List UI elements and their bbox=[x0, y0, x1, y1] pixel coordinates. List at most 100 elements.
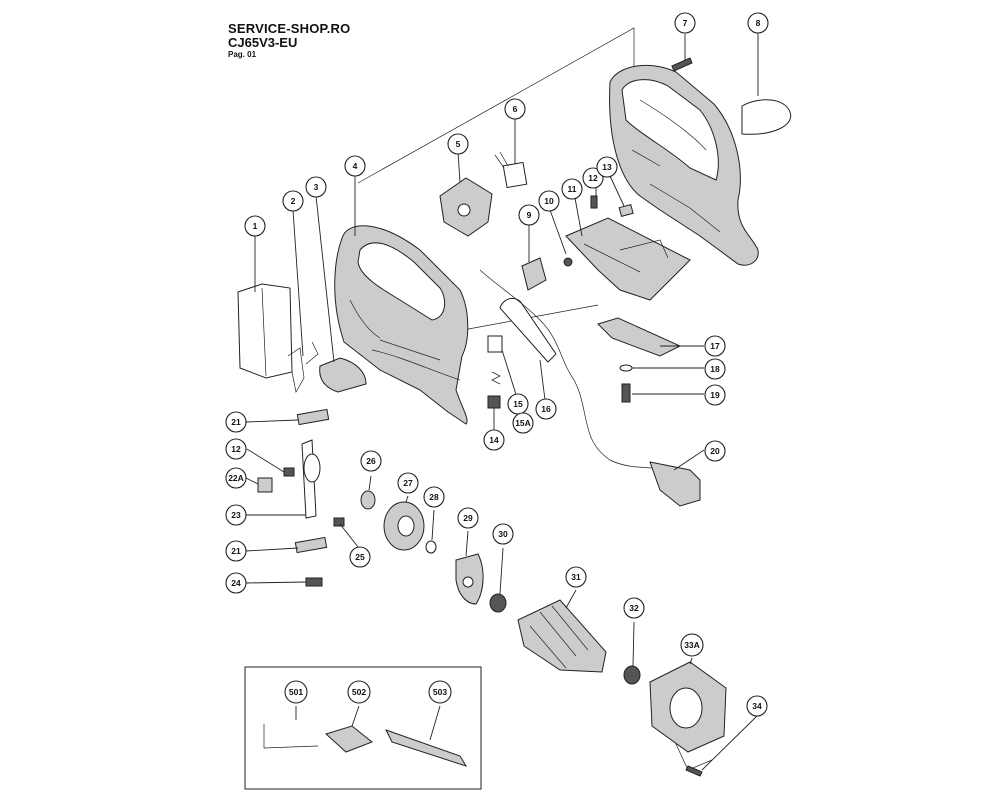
svg-text:21: 21 bbox=[231, 417, 241, 427]
svg-text:13: 13 bbox=[602, 162, 612, 172]
callout-16: 16 bbox=[535, 398, 557, 420]
callout-1: 1 bbox=[244, 215, 266, 237]
part-23-plunger bbox=[301, 439, 321, 519]
svg-text:19: 19 bbox=[710, 390, 720, 400]
callout-24: 24 bbox=[225, 572, 247, 594]
part-20-power-cord bbox=[479, 269, 701, 507]
housing-right-half bbox=[609, 64, 759, 266]
svg-text:502: 502 bbox=[352, 687, 366, 697]
svg-text:31: 31 bbox=[571, 572, 581, 582]
svg-text:10: 10 bbox=[544, 196, 554, 206]
part-21-bottom-guide bbox=[294, 536, 328, 554]
svg-text:22A: 22A bbox=[228, 473, 244, 483]
part-12-screw-left bbox=[283, 467, 295, 477]
part-30-bearing bbox=[489, 593, 507, 613]
svg-text:26: 26 bbox=[366, 456, 376, 466]
callout-14: 14 bbox=[483, 429, 505, 451]
svg-text:15A: 15A bbox=[515, 418, 531, 428]
part-28-washer bbox=[425, 540, 437, 554]
svg-text:1: 1 bbox=[253, 221, 258, 231]
callout-19: 19 bbox=[704, 384, 726, 406]
svg-text:15: 15 bbox=[513, 399, 523, 409]
svg-text:12: 12 bbox=[588, 173, 598, 183]
callout-27: 27 bbox=[397, 472, 419, 494]
part-6-capacitor bbox=[494, 151, 528, 189]
svg-text:24: 24 bbox=[231, 578, 241, 588]
part-25-screw bbox=[333, 517, 345, 527]
part-5-switch bbox=[439, 177, 493, 237]
svg-text:5: 5 bbox=[456, 139, 461, 149]
callout-12-top: 12 bbox=[582, 167, 604, 189]
svg-text:33A: 33A bbox=[684, 640, 700, 650]
callout-6: 6 bbox=[504, 98, 526, 120]
callout-33a: 33A bbox=[680, 633, 704, 657]
accessories-box bbox=[244, 666, 482, 790]
part-26-bushing bbox=[360, 490, 376, 510]
callout-21-top: 21 bbox=[225, 411, 247, 433]
svg-text:2: 2 bbox=[291, 196, 296, 206]
callout-18: 18 bbox=[704, 358, 726, 380]
svg-text:501: 501 bbox=[289, 687, 303, 697]
callout-4: 4 bbox=[344, 155, 366, 177]
part-502-guide bbox=[325, 725, 373, 753]
callout-5: 5 bbox=[447, 133, 469, 155]
callout-30: 30 bbox=[492, 523, 514, 545]
part-4-main-housing bbox=[334, 225, 469, 425]
svg-text:25: 25 bbox=[355, 552, 365, 562]
callout-503: 503 bbox=[428, 680, 452, 704]
svg-text:12: 12 bbox=[231, 444, 241, 454]
svg-text:7: 7 bbox=[683, 18, 688, 28]
svg-text:20: 20 bbox=[710, 446, 720, 456]
site-title: SERVICE-SHOP.RO bbox=[228, 21, 351, 36]
page-number: Pag. 01 bbox=[228, 50, 257, 59]
svg-text:4: 4 bbox=[353, 161, 358, 171]
svg-text:30: 30 bbox=[498, 529, 508, 539]
callout-9: 9 bbox=[518, 204, 540, 226]
part-18-washer bbox=[619, 364, 633, 372]
part-27-gear bbox=[383, 501, 425, 551]
part-34-screw bbox=[685, 765, 703, 777]
part-16-cord-guard bbox=[499, 298, 557, 363]
svg-text:18: 18 bbox=[710, 364, 720, 374]
svg-text:28: 28 bbox=[429, 492, 439, 502]
part-8-guard bbox=[741, 99, 792, 135]
svg-text:17: 17 bbox=[710, 341, 720, 351]
part-19-bolt bbox=[621, 383, 631, 403]
part-21-top-guide bbox=[296, 408, 330, 426]
part-29-bearing-holder bbox=[455, 553, 484, 605]
callout-15a: 15A bbox=[512, 412, 534, 434]
callout-29: 29 bbox=[457, 507, 479, 529]
callout-13: 13 bbox=[596, 156, 618, 178]
part-501-hex-key bbox=[263, 724, 319, 749]
svg-text:3: 3 bbox=[314, 182, 319, 192]
svg-text:34: 34 bbox=[752, 701, 762, 711]
callout-22a: 22A bbox=[225, 467, 247, 489]
callout-23: 23 bbox=[225, 504, 247, 526]
svg-text:11: 11 bbox=[568, 184, 577, 194]
callout-3: 3 bbox=[305, 176, 327, 198]
part-1-cover bbox=[237, 283, 293, 379]
callout-26: 26 bbox=[360, 450, 382, 472]
svg-text:23: 23 bbox=[231, 510, 241, 520]
part-22a-block bbox=[257, 477, 273, 493]
svg-text:32: 32 bbox=[629, 603, 639, 613]
svg-text:27: 27 bbox=[403, 478, 413, 488]
callout-15: 15 bbox=[507, 393, 529, 415]
callout-20: 20 bbox=[704, 440, 726, 462]
callout-28: 28 bbox=[423, 486, 445, 508]
part-3-plate bbox=[319, 357, 367, 393]
svg-text:6: 6 bbox=[513, 104, 518, 114]
callout-25: 25 bbox=[349, 546, 371, 568]
part-33a-stator bbox=[649, 661, 727, 771]
part-11-base-plate bbox=[565, 217, 691, 301]
diagram-header: SERVICE-SHOP.RO CJ65V3-EU Pag. 01 bbox=[228, 22, 350, 59]
part-12-screw-top bbox=[590, 195, 598, 209]
part-17-blade-holder bbox=[597, 317, 682, 357]
svg-text:8: 8 bbox=[756, 18, 761, 28]
part-7-screw bbox=[671, 57, 693, 72]
part-9-clip bbox=[521, 257, 547, 291]
callout-501: 501 bbox=[284, 680, 308, 704]
callout-2: 2 bbox=[282, 190, 304, 212]
part-32-bearing bbox=[623, 665, 641, 685]
